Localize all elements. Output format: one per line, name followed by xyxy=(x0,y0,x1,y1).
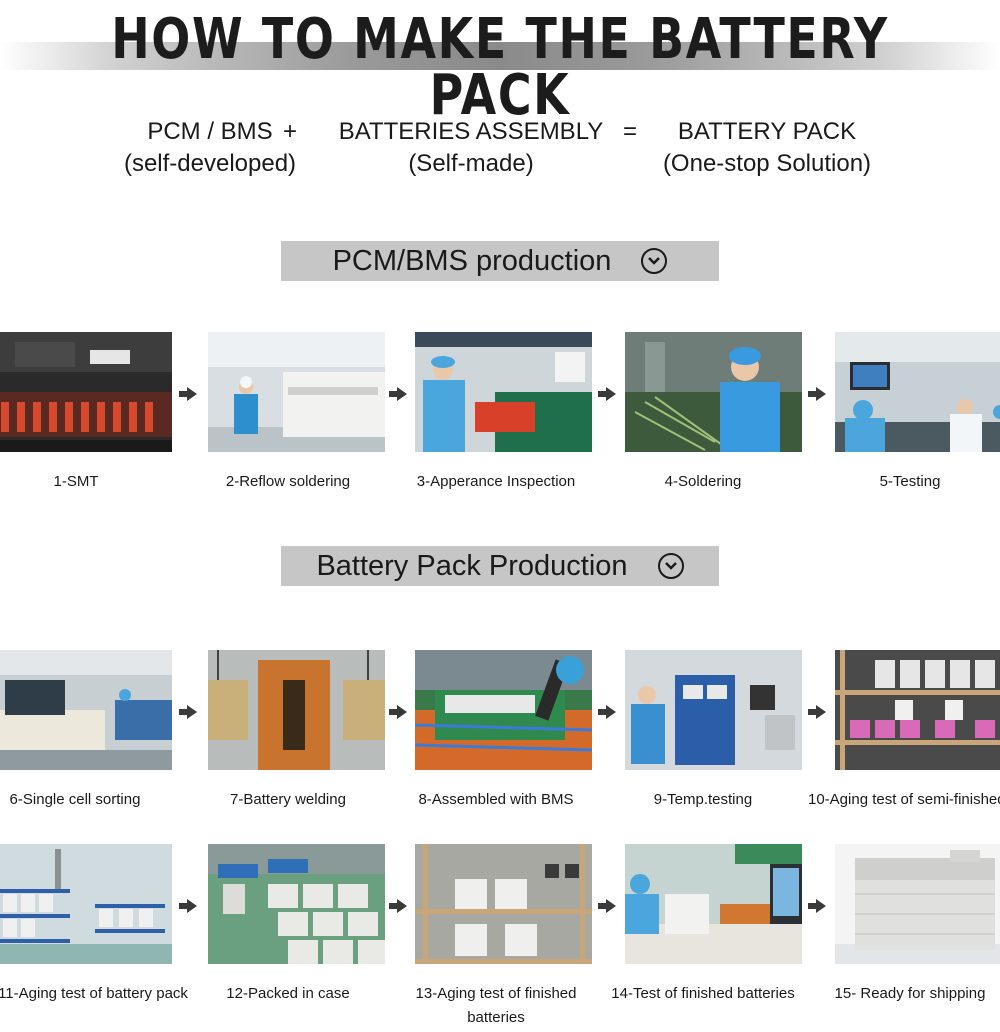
section-header-battery-pack: Battery Pack Production xyxy=(281,546,719,586)
step-label: 11-Aging test of battery pack xyxy=(0,985,188,1002)
bms-assembly-photo xyxy=(415,650,592,770)
right-arrow-icon xyxy=(179,387,197,401)
chevron-down-circle-icon xyxy=(657,553,684,579)
inspection-line-photo xyxy=(415,332,592,452)
aging-rack-photo xyxy=(835,650,1000,770)
right-arrow-icon xyxy=(598,387,616,401)
section-header-pcm-bms: PCM/BMS production xyxy=(281,241,719,281)
step-label: 12-Packed in case xyxy=(226,985,350,1002)
right-arrow-icon xyxy=(808,705,826,719)
equation-term-2: BATTERIES ASSEMBLY (Self-made) xyxy=(328,116,614,181)
page-title: HOW TO MAKE THE BATTERY PACK xyxy=(111,7,889,128)
step-label: 2-Reflow soldering xyxy=(225,473,351,490)
equation-term-2-subtitle: (Self-made) xyxy=(408,150,534,178)
final-test-photo xyxy=(625,844,802,964)
chevron-down-circle-icon xyxy=(641,248,668,274)
equation-term-3-subtitle: (One-stop Solution) xyxy=(662,150,872,178)
equals-sign: = xyxy=(623,118,638,145)
equation-term-2-title: BATTERIES ASSEMBLY xyxy=(338,118,604,145)
step-label: 14-Test of finished batteries xyxy=(611,985,795,1002)
testing-station-photo xyxy=(835,332,1000,452)
right-arrow-icon xyxy=(598,899,616,913)
section-title: Battery Pack Production xyxy=(316,549,628,582)
step-label: 1-SMT xyxy=(53,473,99,490)
soldering-worker-photo xyxy=(625,332,802,452)
equation-term-1-title: PCM / BMS xyxy=(147,118,273,145)
battery-welding-photo xyxy=(208,650,385,770)
cell-sorting-photo xyxy=(0,650,172,770)
smt-machine-photo xyxy=(0,332,172,452)
equation-term-1: PCM / BMS (self-developed) xyxy=(110,116,310,181)
step-label: 9-Temp.testing xyxy=(653,791,753,808)
reflow-oven-photo xyxy=(208,332,385,452)
finished-aging-photo xyxy=(415,844,592,964)
plus-sign: + xyxy=(283,118,298,145)
section-title: PCM/BMS production xyxy=(332,244,612,277)
right-arrow-icon xyxy=(179,899,197,913)
temp-chamber-photo xyxy=(625,650,802,770)
equation-term-3-title: BATTERY PACK xyxy=(677,118,857,145)
step-label: 5-Testing xyxy=(879,473,941,490)
step-label: 7-Battery welding xyxy=(230,791,346,808)
equation-term-3: BATTERY PACK (One-stop Solution) xyxy=(650,116,884,181)
right-arrow-icon xyxy=(179,705,197,719)
step-label: 13-Aging test of finished batteries xyxy=(415,985,577,1026)
step-label: 4-Soldering xyxy=(664,473,742,490)
right-arrow-icon xyxy=(389,899,407,913)
step-label: 3-Apperance Inspection xyxy=(416,473,576,490)
right-arrow-icon xyxy=(389,387,407,401)
equation-term-1-subtitle: (self-developed) xyxy=(123,150,297,178)
step-label: 15- Ready for shipping xyxy=(834,985,986,1002)
pack-aging-photo xyxy=(0,844,172,964)
title-banner xyxy=(0,42,1000,70)
right-arrow-icon xyxy=(598,705,616,719)
packed-case-photo xyxy=(208,844,385,964)
right-arrow-icon xyxy=(389,705,407,719)
step-label: 8-Assembled with BMS xyxy=(418,791,574,808)
right-arrow-icon xyxy=(808,387,826,401)
step-label: 6-Single cell sorting xyxy=(9,791,141,808)
battery-box-photo xyxy=(835,844,1000,964)
right-arrow-icon xyxy=(808,899,826,913)
step-label: 10-Aging test of semi-finished xyxy=(808,791,1000,808)
